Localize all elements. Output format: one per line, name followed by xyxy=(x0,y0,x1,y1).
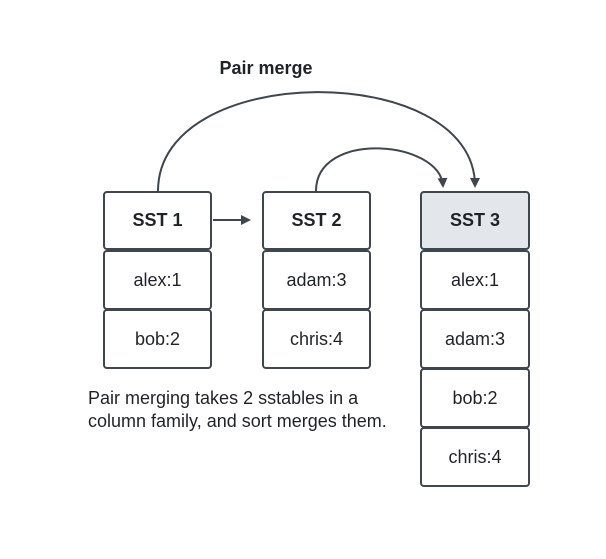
sst3-row: bob:2 xyxy=(420,368,530,428)
sst2-row: adam:3 xyxy=(262,250,371,310)
sst3-header: SST 3 xyxy=(420,191,530,250)
sst3-row: adam:3 xyxy=(420,309,530,369)
sst1-row: bob:2 xyxy=(103,309,212,369)
arc-sst1-to-sst3 xyxy=(157,91,480,192)
sst3-row: chris:4 xyxy=(420,427,530,487)
diagram-title: Pair merge xyxy=(219,58,313,78)
sst2-header: SST 2 xyxy=(262,191,371,250)
caption-text: Pair merging takes 2 sstables in a colum… xyxy=(88,388,387,431)
sst1-header: SST 1 xyxy=(103,191,212,250)
arc-sst2-to-sst3 xyxy=(315,147,448,192)
sst2-row: chris:4 xyxy=(262,309,371,369)
sst3-row: alex:1 xyxy=(420,250,530,310)
sst1-row: alex:1 xyxy=(103,250,212,310)
